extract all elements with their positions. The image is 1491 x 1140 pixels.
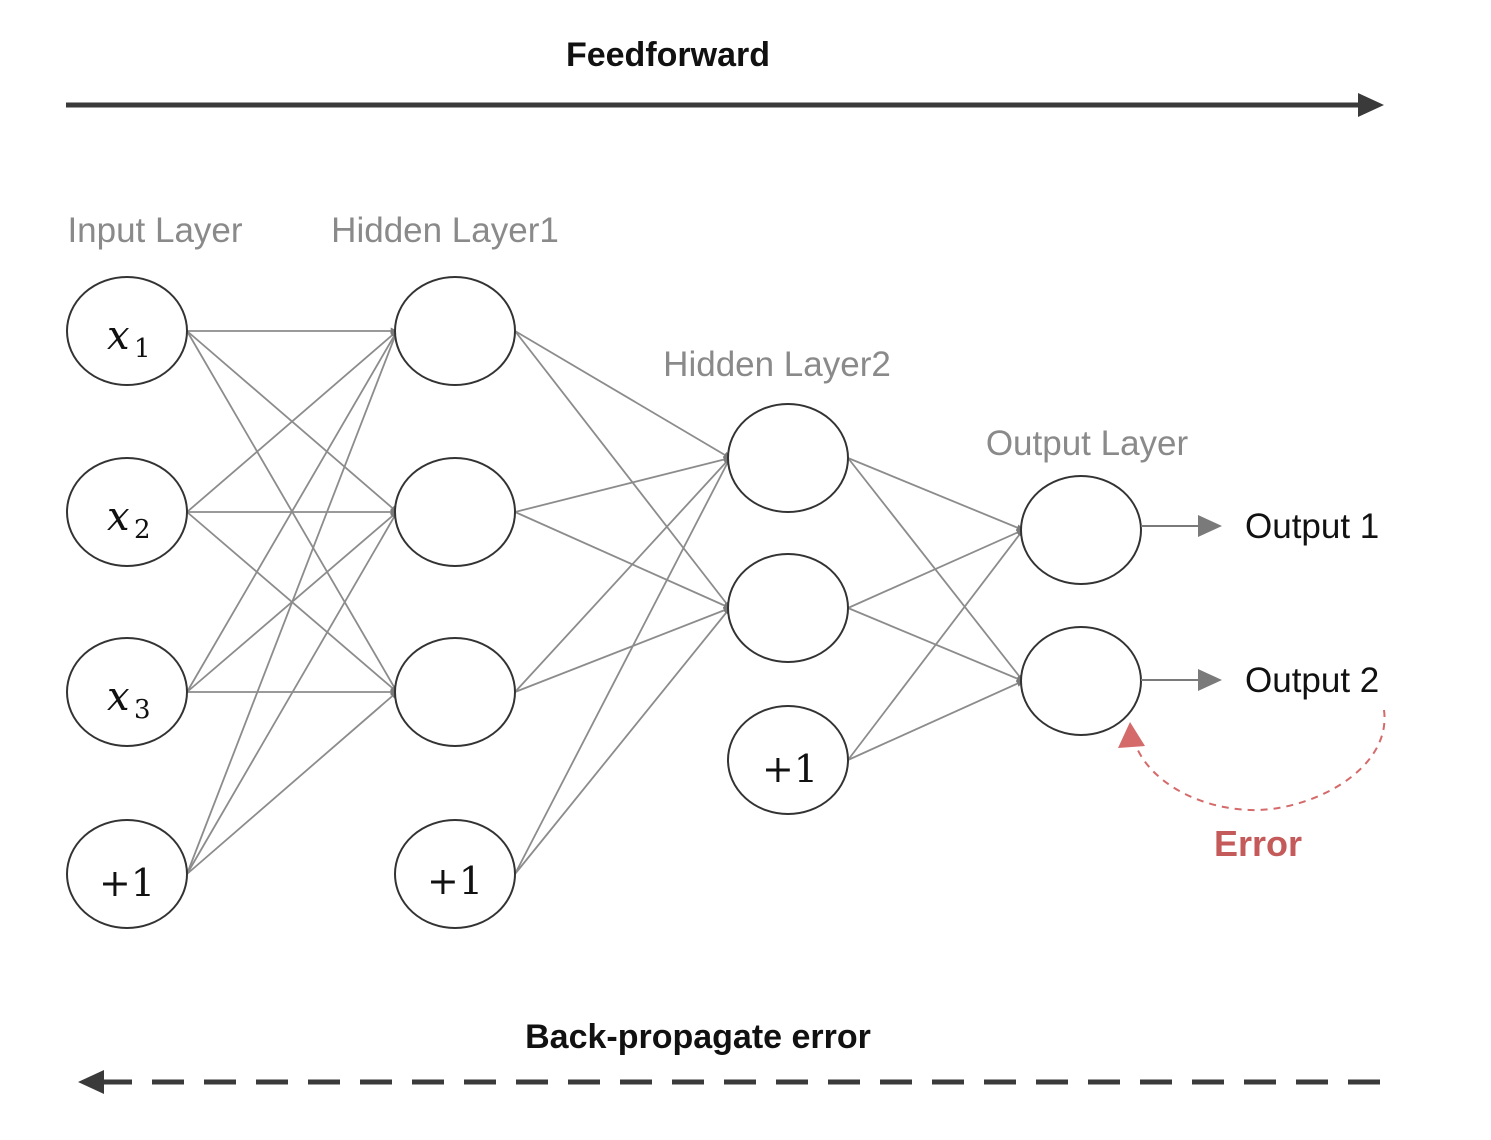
hidden1-node-3 (394, 637, 516, 747)
edge-hidden1-3-to-hidden2-2 (514, 607, 731, 693)
edge-hidden1-1-to-hidden2-1 (514, 330, 731, 459)
input-node-x1-subscript: 1 (134, 334, 151, 364)
input-node-x2-symbol: x (107, 494, 130, 540)
input-node-x2-subscript: 2 (134, 515, 151, 545)
edge-input-4-to-hidden1-2 (186, 511, 398, 875)
edge-hidden1-2-to-hidden2-1 (514, 456, 731, 513)
output-1-arrow-head (1198, 515, 1222, 537)
input-node-x3-subscript: 3 (134, 695, 151, 725)
error-label: Error (1214, 823, 1302, 864)
hidden1-node-1 (394, 276, 516, 386)
edge-hidden2-3-to-output-1 (847, 529, 1024, 761)
input-node-x1: x 1 (66, 276, 188, 386)
output-1-label: Output 1 (1245, 507, 1379, 546)
feedforward-label: Feedforward (566, 36, 770, 74)
hidden2-node-2 (727, 553, 849, 663)
input-node-bias-label: +1 (99, 861, 155, 905)
output-2-arrow-head (1198, 669, 1222, 691)
edge-hidden1-4-to-hidden2-1 (514, 457, 731, 875)
hidden-layer1-label: Hidden Layer1 (331, 211, 559, 250)
edge-hidden1-1-to-hidden2-2 (514, 330, 731, 609)
output-node-1 (1020, 475, 1142, 585)
edge-input-2-to-hidden1-1 (186, 330, 398, 513)
hidden1-node-2 (394, 457, 516, 567)
connection-lines (186, 327, 1024, 875)
hidden2-node-bias: +1 (727, 705, 849, 815)
edge-input-4-to-hidden1-1 (186, 330, 398, 875)
edge-hidden1-3-to-hidden2-1 (514, 457, 731, 693)
output-node-2 (1020, 626, 1142, 736)
edge-hidden1-2-to-hidden2-2 (514, 511, 731, 609)
input-node-x3-symbol: x (107, 674, 130, 720)
hidden-layer2-label: Hidden Layer2 (663, 345, 891, 384)
input-node-x3: x 3 (66, 637, 188, 747)
input-node-bias: +1 (66, 819, 188, 929)
error-arrow-head (1118, 722, 1145, 748)
edge-hidden1-4-to-hidden2-2 (514, 607, 731, 875)
hidden1-node-bias: +1 (394, 819, 516, 929)
edge-input-4-to-hidden1-3 (186, 691, 398, 875)
backprop-label: Back-propagate error (525, 1018, 871, 1056)
edge-hidden2-1-to-output-1 (847, 457, 1024, 531)
input-node-x1-symbol: x (107, 313, 130, 359)
output-2-label: Output 2 (1245, 661, 1379, 700)
backprop-arrow-head (78, 1070, 104, 1094)
error-feedback-curve (1135, 709, 1386, 812)
feedforward-arrow-head (1358, 93, 1384, 117)
edge-input-3-to-hidden1-1 (186, 330, 398, 693)
hidden2-node-bias-label: +1 (762, 747, 818, 791)
output-layer-label: Output Layer (986, 424, 1189, 463)
input-node-x2: x 2 (66, 457, 188, 567)
hidden1-node-bias-label: +1 (427, 859, 483, 903)
input-layer-label: Input Layer (67, 211, 242, 250)
hidden2-node-1 (727, 403, 849, 513)
edge-hidden2-3-to-output-2 (847, 680, 1024, 761)
edge-hidden2-2-to-output-1 (847, 529, 1024, 609)
